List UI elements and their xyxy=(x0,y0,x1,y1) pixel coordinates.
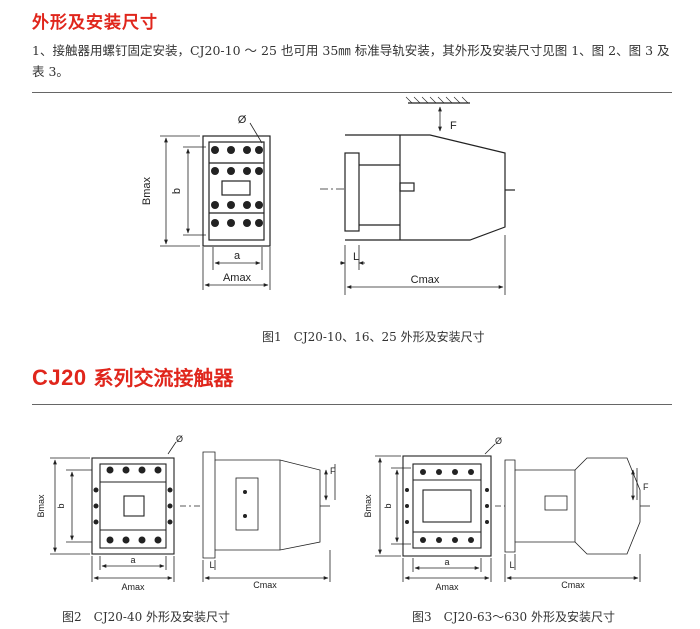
figure-1-caption: 图1 CJ20-10、16、25 外形及安装尺寸 xyxy=(262,330,485,344)
fig2-phi-label: Ø xyxy=(176,434,183,444)
series-title: CJ20 系列交流接触器 xyxy=(32,362,234,391)
fig3-l-label: L xyxy=(509,560,514,570)
section-title-dimensions: 外形及安装尺寸 xyxy=(32,13,158,33)
fig1-bmax-label: Bmax xyxy=(141,176,153,205)
fig3-phi-label: Ø xyxy=(495,436,502,446)
fig1-a-label: a xyxy=(234,250,241,262)
fig1-cmax-label: Cmax xyxy=(411,274,440,286)
fig2-amax-label: Amax xyxy=(121,582,145,592)
fig3-bmax-label: Bmax xyxy=(363,494,373,518)
fig1-b-label: b xyxy=(171,188,183,194)
fig1-amax-label: Amax xyxy=(223,272,252,284)
fig1-f-label: F xyxy=(450,120,457,132)
fig1-phi-label: Ø xyxy=(238,114,247,126)
installation-paragraph: 1、接触器用螺钉固定安装，CJ20-10 ～ 25 也可用 35㎜ 标准导轨安装… xyxy=(32,43,670,79)
figure-3-caption: 图3 CJ20-63～630 外形及安装尺寸 xyxy=(412,610,615,624)
fig2-bmax-label: Bmax xyxy=(36,494,46,518)
fig2-l-label: L xyxy=(209,560,214,570)
fig2-a-label: a xyxy=(130,555,135,565)
figure-2-drawing: Bmax b a Amax Ø F L Cmax xyxy=(36,434,336,592)
divider xyxy=(32,92,672,93)
fig2-cmax-label: Cmax xyxy=(253,580,277,590)
divider xyxy=(32,404,672,405)
fig3-b-label: b xyxy=(383,503,393,508)
fig2-f-label: F xyxy=(330,466,336,476)
figure-1-drawing: Bmax b a Amax Ø F L Cmax xyxy=(141,96,515,295)
series-model: CJ20 xyxy=(32,365,87,390)
fig3-amax-label: Amax xyxy=(435,582,459,592)
fig3-cmax-label: Cmax xyxy=(561,580,585,590)
fig3-f-label: F xyxy=(643,482,649,492)
figure-2-caption: 图2 CJ20-40 外形及安装尺寸 xyxy=(62,610,231,624)
fig2-b-label: b xyxy=(56,503,66,508)
series-text: 系列交流接触器 xyxy=(86,366,234,390)
figure-3-drawing: Bmax b a Amax Ø F L Cmax xyxy=(363,436,650,592)
fig1-l-label: L xyxy=(353,251,359,263)
fig3-a-label: a xyxy=(444,557,449,567)
